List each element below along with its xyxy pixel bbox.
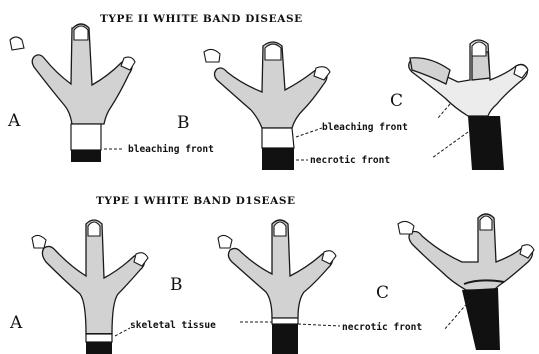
branch-tip <box>204 49 220 62</box>
type-2-title: TYPE II WHITE BAND DISEASE <box>100 13 303 25</box>
label-skeletal-tissue: skeletal tissue <box>130 320 216 331</box>
leader-line <box>115 328 130 336</box>
panel-label-c: C <box>390 91 403 111</box>
branch-tip <box>265 44 281 60</box>
necrotic-base <box>86 342 112 354</box>
bleached-base <box>71 124 101 150</box>
bleached-base <box>262 128 294 148</box>
label-bleaching-front-bc: bleaching front <box>322 122 408 133</box>
branch-tip <box>218 235 232 248</box>
panel-label-a: A <box>9 313 23 333</box>
branch-tip <box>10 37 24 50</box>
skeletal-tissue-zone <box>272 318 298 324</box>
branch-tip <box>274 222 286 236</box>
branch-tip <box>32 235 46 248</box>
branch-tip <box>480 216 492 230</box>
panel-label-a: A <box>7 111 21 131</box>
branch-tip <box>398 221 414 234</box>
branch-tip <box>74 26 88 40</box>
leader-line <box>438 104 450 118</box>
label-necrotic-front-type1: necrotic front <box>342 322 422 333</box>
type-2-panel-c: C <box>390 40 528 170</box>
type-1-panel-b: B <box>170 220 340 354</box>
leader-line <box>296 128 322 137</box>
leader-line <box>432 132 468 158</box>
panel-label-c: C <box>376 283 389 303</box>
label-necrotic-front-type2: necrotic front <box>310 155 390 166</box>
panel-label-b: B <box>170 275 183 295</box>
necrotic-base <box>462 288 500 350</box>
necrotic-base <box>468 116 504 170</box>
branch-tip <box>88 222 100 236</box>
label-bleaching-front-a: bleaching front <box>128 144 214 155</box>
coral-colony-shape <box>42 220 144 334</box>
leader-line <box>298 324 340 326</box>
type-2-panel-a: A bleaching front <box>7 24 214 162</box>
skeletal-tissue-zone <box>86 334 112 342</box>
necrotic-base <box>262 148 294 170</box>
coral-colony-shape <box>409 214 533 290</box>
type-1-title: TYPE I WHITE BAND D1SEASE <box>96 195 296 207</box>
type-1-panel-a: A skeletal tissue <box>9 220 216 354</box>
leader-line <box>444 300 470 330</box>
branch-tip <box>472 42 486 56</box>
coral-colony-shape <box>409 40 528 116</box>
necrotic-base <box>71 150 101 162</box>
panel-label-b: B <box>177 113 190 133</box>
necrotic-base <box>272 324 298 354</box>
